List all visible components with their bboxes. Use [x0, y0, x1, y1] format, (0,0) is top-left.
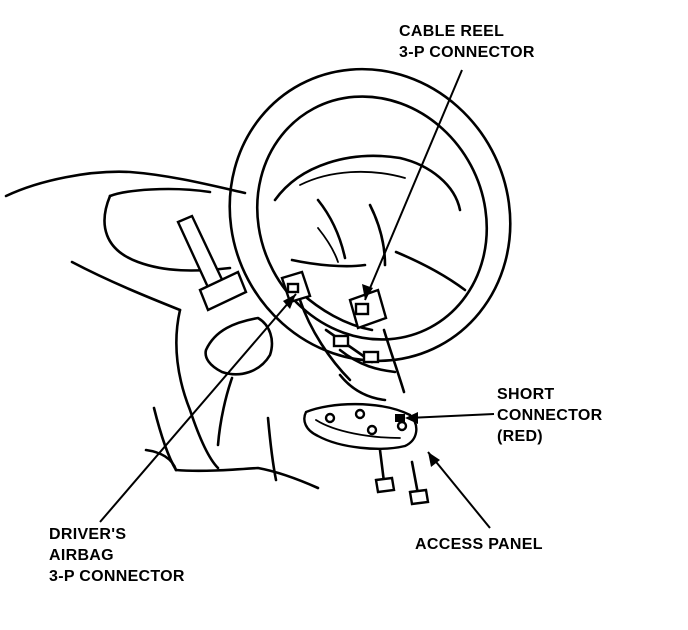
- driver-airbag-label-line-2: AIRBAG: [49, 547, 114, 564]
- leader-lines: [99, 69, 495, 529]
- cable-reel-connector-label: CABLE REEL 3-P CONNECTOR: [399, 21, 535, 63]
- dashboard-outline: [4, 170, 320, 490]
- cable-reel-label-line-2: 3-P CONNECTOR: [399, 44, 535, 61]
- column-connectors: [332, 334, 380, 364]
- combination-switch-lever: [176, 214, 248, 312]
- access-panel-label: ACCESS PANEL: [415, 534, 543, 555]
- driver-airbag-connector: [280, 270, 312, 304]
- short-connector: [395, 414, 405, 422]
- driver-airbag-label-line-1: DRIVER'S: [49, 526, 127, 543]
- cable-reel-connector: [348, 288, 388, 330]
- cable-reel-label-line-1: CABLE REEL: [399, 23, 505, 40]
- steering-wheel: [228, 67, 512, 363]
- short-connector-label-line-1: SHORT: [497, 386, 555, 403]
- driver-airbag-label-line-3: 3-P CONNECTOR: [49, 568, 185, 585]
- access-panel: [303, 402, 418, 450]
- short-connector-label-line-3: (RED): [497, 428, 543, 445]
- access-panel-screws: [374, 448, 430, 506]
- short-connector-label-line-2: CONNECTOR: [497, 407, 603, 424]
- steering-column: [298, 298, 406, 402]
- short-connector-label: SHORT CONNECTOR (RED): [497, 384, 603, 447]
- driver-airbag-connector-label: DRIVER'S AIRBAG 3-P CONNECTOR: [49, 524, 185, 587]
- access-panel-label-line-1: ACCESS PANEL: [415, 536, 543, 553]
